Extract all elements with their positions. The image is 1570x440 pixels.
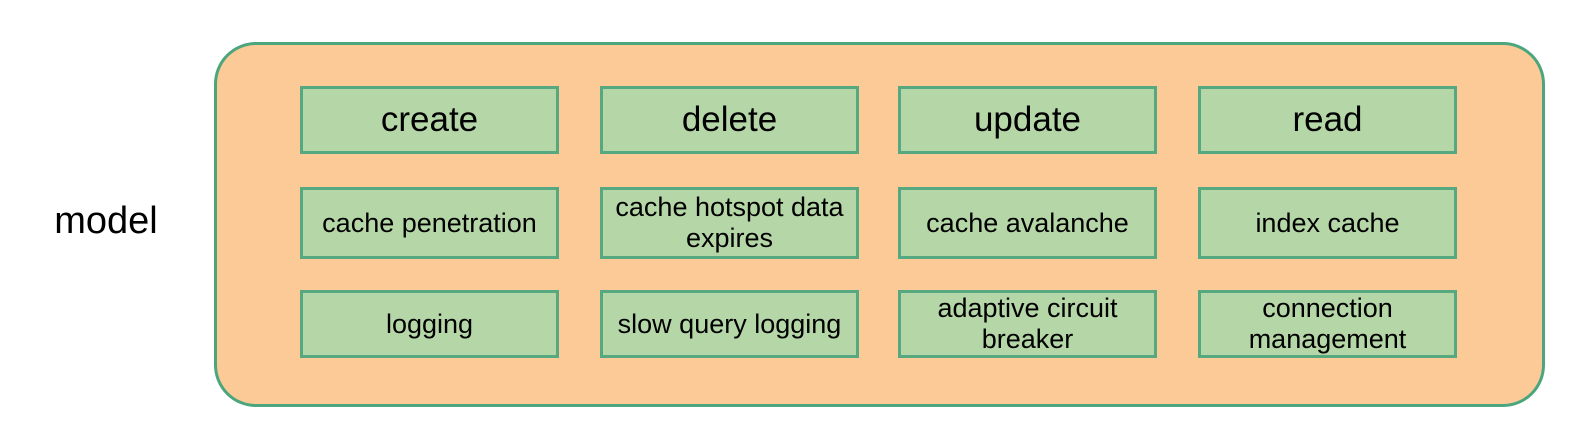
node-box[interactable]: create <box>300 86 559 154</box>
node-label: cache avalanche <box>926 207 1129 238</box>
node-box[interactable]: adaptive circuit breaker <box>898 290 1157 358</box>
node-label: create <box>380 100 479 139</box>
node-label: index cache <box>1255 207 1400 238</box>
node-label: logging <box>385 308 474 339</box>
node-box[interactable]: delete <box>600 86 859 154</box>
node-grid: create delete update read cache penetration c… <box>217 45 1542 404</box>
node-label: slow query logging <box>617 308 842 339</box>
node-box[interactable]: slow query logging <box>600 290 859 358</box>
node-box[interactable]: cache hotspot data expires <box>600 187 859 259</box>
node-box[interactable]: read <box>1198 86 1457 154</box>
node-box[interactable]: update <box>898 86 1157 154</box>
node-box[interactable]: index cache <box>1198 187 1457 259</box>
node-box[interactable]: cache penetration <box>300 187 559 259</box>
node-label: update <box>973 100 1082 139</box>
node-label: adaptive circuit breaker <box>937 293 1118 354</box>
node-box[interactable]: logging <box>300 290 559 358</box>
node-label: delete <box>681 100 778 139</box>
group-label-model: model <box>54 200 158 242</box>
node-box[interactable]: connection management <box>1198 290 1457 358</box>
model-group-container: create delete update read cache penetration c… <box>214 42 1545 407</box>
node-label: cache hotspot data expires <box>615 192 844 253</box>
node-label: cache penetration <box>322 207 537 238</box>
node-label: read <box>1292 100 1363 139</box>
node-label: connection management <box>1248 293 1407 354</box>
node-box[interactable]: cache avalanche <box>898 187 1157 259</box>
